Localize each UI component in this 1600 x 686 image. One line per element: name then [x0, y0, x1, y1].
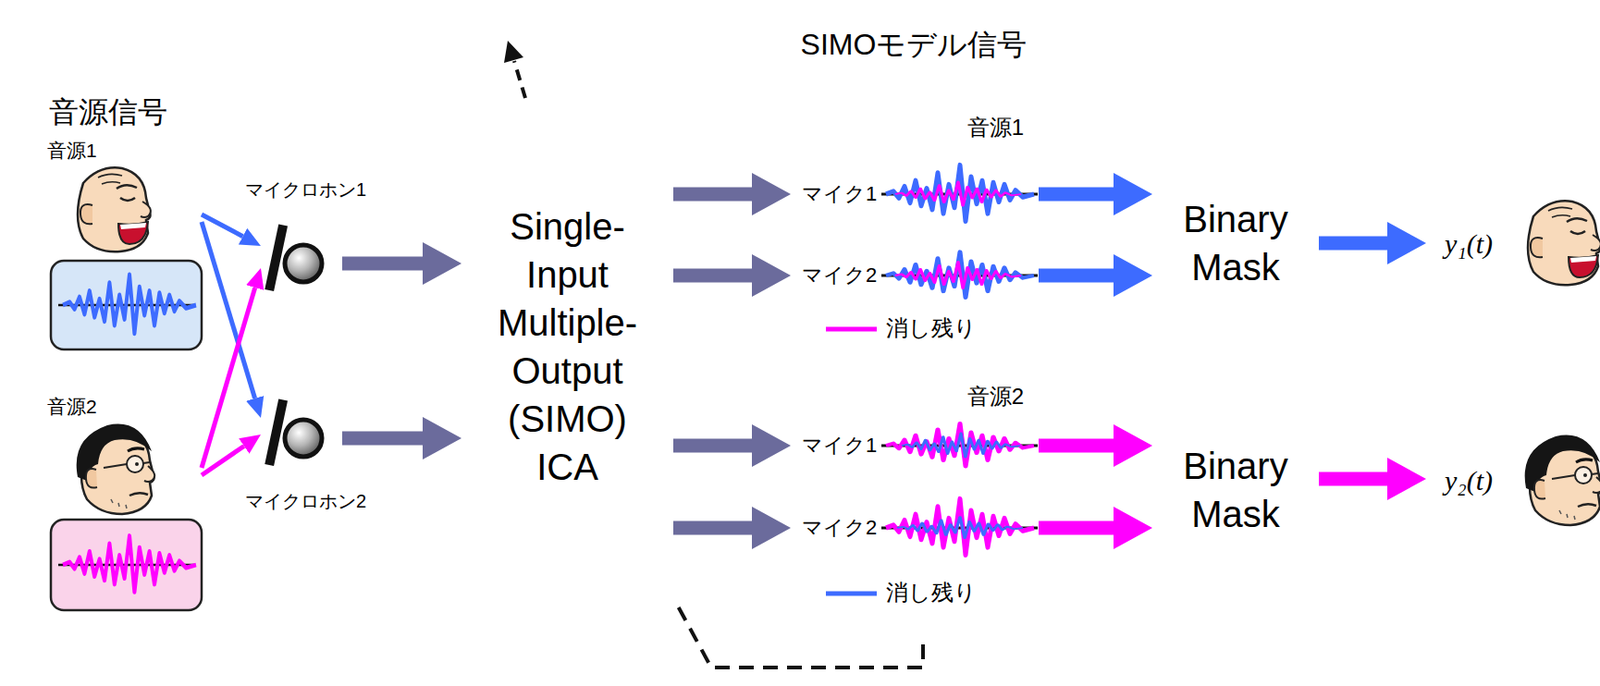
mic-channel-label: マイク1 [801, 433, 877, 458]
signal-arrow [1318, 472, 1388, 487]
source-group-label: 音源2 [967, 383, 1024, 411]
speaker-shape [50, 420, 202, 611]
signal-arrow [201, 445, 245, 476]
signal-arrow [1038, 439, 1114, 454]
microphone-label: マイクロホン2 [242, 490, 370, 513]
signal-arrow [201, 221, 256, 399]
channel-waveform [881, 165, 1038, 222]
speaker-label: 音源2 [47, 394, 98, 419]
mic-channel: マイク1 [790, 166, 1039, 222]
ica-block-label: Single- Input Multiple- Output (SIMO) IC… [475, 202, 661, 492]
signal-arrow [1318, 236, 1388, 251]
speaker-face [76, 424, 156, 515]
channel-waveform [881, 252, 1038, 298]
signal-arrow [1038, 269, 1114, 284]
signal-arrow [342, 431, 423, 446]
source-panel-shape [12, 86, 237, 639]
microphone-symbol [264, 399, 322, 468]
mic-channel: マイク1 [790, 418, 1039, 474]
binary-mask-label: Binary Mask [1161, 442, 1310, 539]
signal-arrow [201, 287, 256, 468]
output-signal-label: y₁(t) [1444, 227, 1493, 261]
legend-item: 消し残り [886, 579, 977, 607]
binary-mask-shape [1152, 382, 1319, 597]
signal-arrow [673, 439, 752, 454]
channel-waveform [881, 499, 1038, 556]
simo-signal-bracket [766, 71, 1061, 645]
signal-arrow [342, 257, 423, 271]
microphone-shape [260, 401, 343, 476]
binary-mask: Binary Mask [1152, 135, 1319, 352]
mic-channel-label: マイク2 [801, 263, 877, 288]
ica-block: Single- Input Multiple- Output (SIMO) IC… [461, 98, 674, 595]
signal-arrow [673, 187, 752, 202]
source-waveform [50, 260, 202, 350]
output-signal: y₂(t) [1426, 413, 1600, 549]
outline [1427, 177, 1600, 311]
simo-panel-label: SIMOモデル信号 [766, 26, 1061, 62]
legend-line-sample [825, 591, 877, 597]
speaker-shape [50, 164, 202, 350]
outline [12, 87, 237, 639]
simo-panel-shape [377, 8, 1345, 684]
speaker-face [1525, 435, 1600, 526]
signal-arrow [673, 269, 752, 284]
microphone: マイクロホン2 [260, 401, 343, 476]
binary-mask-label: Binary Mask [1161, 195, 1310, 292]
speaker: 音源2 [50, 420, 202, 611]
source-waveform [50, 519, 202, 611]
speaker-face [1527, 200, 1600, 285]
legend-item: 消し残り [886, 315, 977, 343]
mic-channel: マイク2 [790, 247, 1039, 304]
mic-channel-label: マイク1 [801, 182, 877, 207]
signal-arrow [673, 521, 752, 536]
source-group-label: 音源1 [967, 114, 1024, 142]
channel-waveform [881, 423, 1038, 467]
mic-channel: マイク2 [790, 500, 1039, 556]
microphone: マイクロホン1 [260, 226, 343, 301]
signal-arrow [1038, 521, 1114, 536]
speaker-label: 音源1 [47, 138, 98, 162]
ica-block-shape [461, 98, 674, 595]
legend-line-sample [825, 327, 877, 333]
microphone-shape [260, 226, 343, 301]
binary-mask: Binary Mask [1152, 382, 1319, 597]
signal-arrow [201, 214, 244, 237]
binary-mask-shape [1152, 135, 1319, 352]
source-panel-label: 音源信号 [49, 94, 168, 130]
legend-label: 消し残り [886, 315, 977, 343]
microphone-symbol [264, 224, 322, 293]
source-panel: 音源信号音源1 音源2 [12, 86, 237, 639]
speaker: 音源1 [50, 164, 202, 350]
outline [377, 8, 1345, 684]
output-signal: y₁(t) [1426, 176, 1600, 311]
simo-panel: SIMOモデル信号 Single- Input Multiple- Output … [377, 8, 1345, 684]
speaker-face [77, 167, 151, 252]
microphone-label: マイクロホン1 [242, 178, 370, 201]
source-group: 音源1 マイク1 マイク2 [781, 99, 1048, 352]
signal-arrow [1038, 187, 1114, 202]
outline [12, 86, 237, 639]
mic-channel-label: マイク2 [801, 516, 877, 541]
legend-label: 消し残り [886, 579, 977, 607]
outline [1427, 414, 1600, 549]
panel-ground [378, 9, 1345, 684]
output-signal-label: y₂(t) [1444, 464, 1493, 498]
